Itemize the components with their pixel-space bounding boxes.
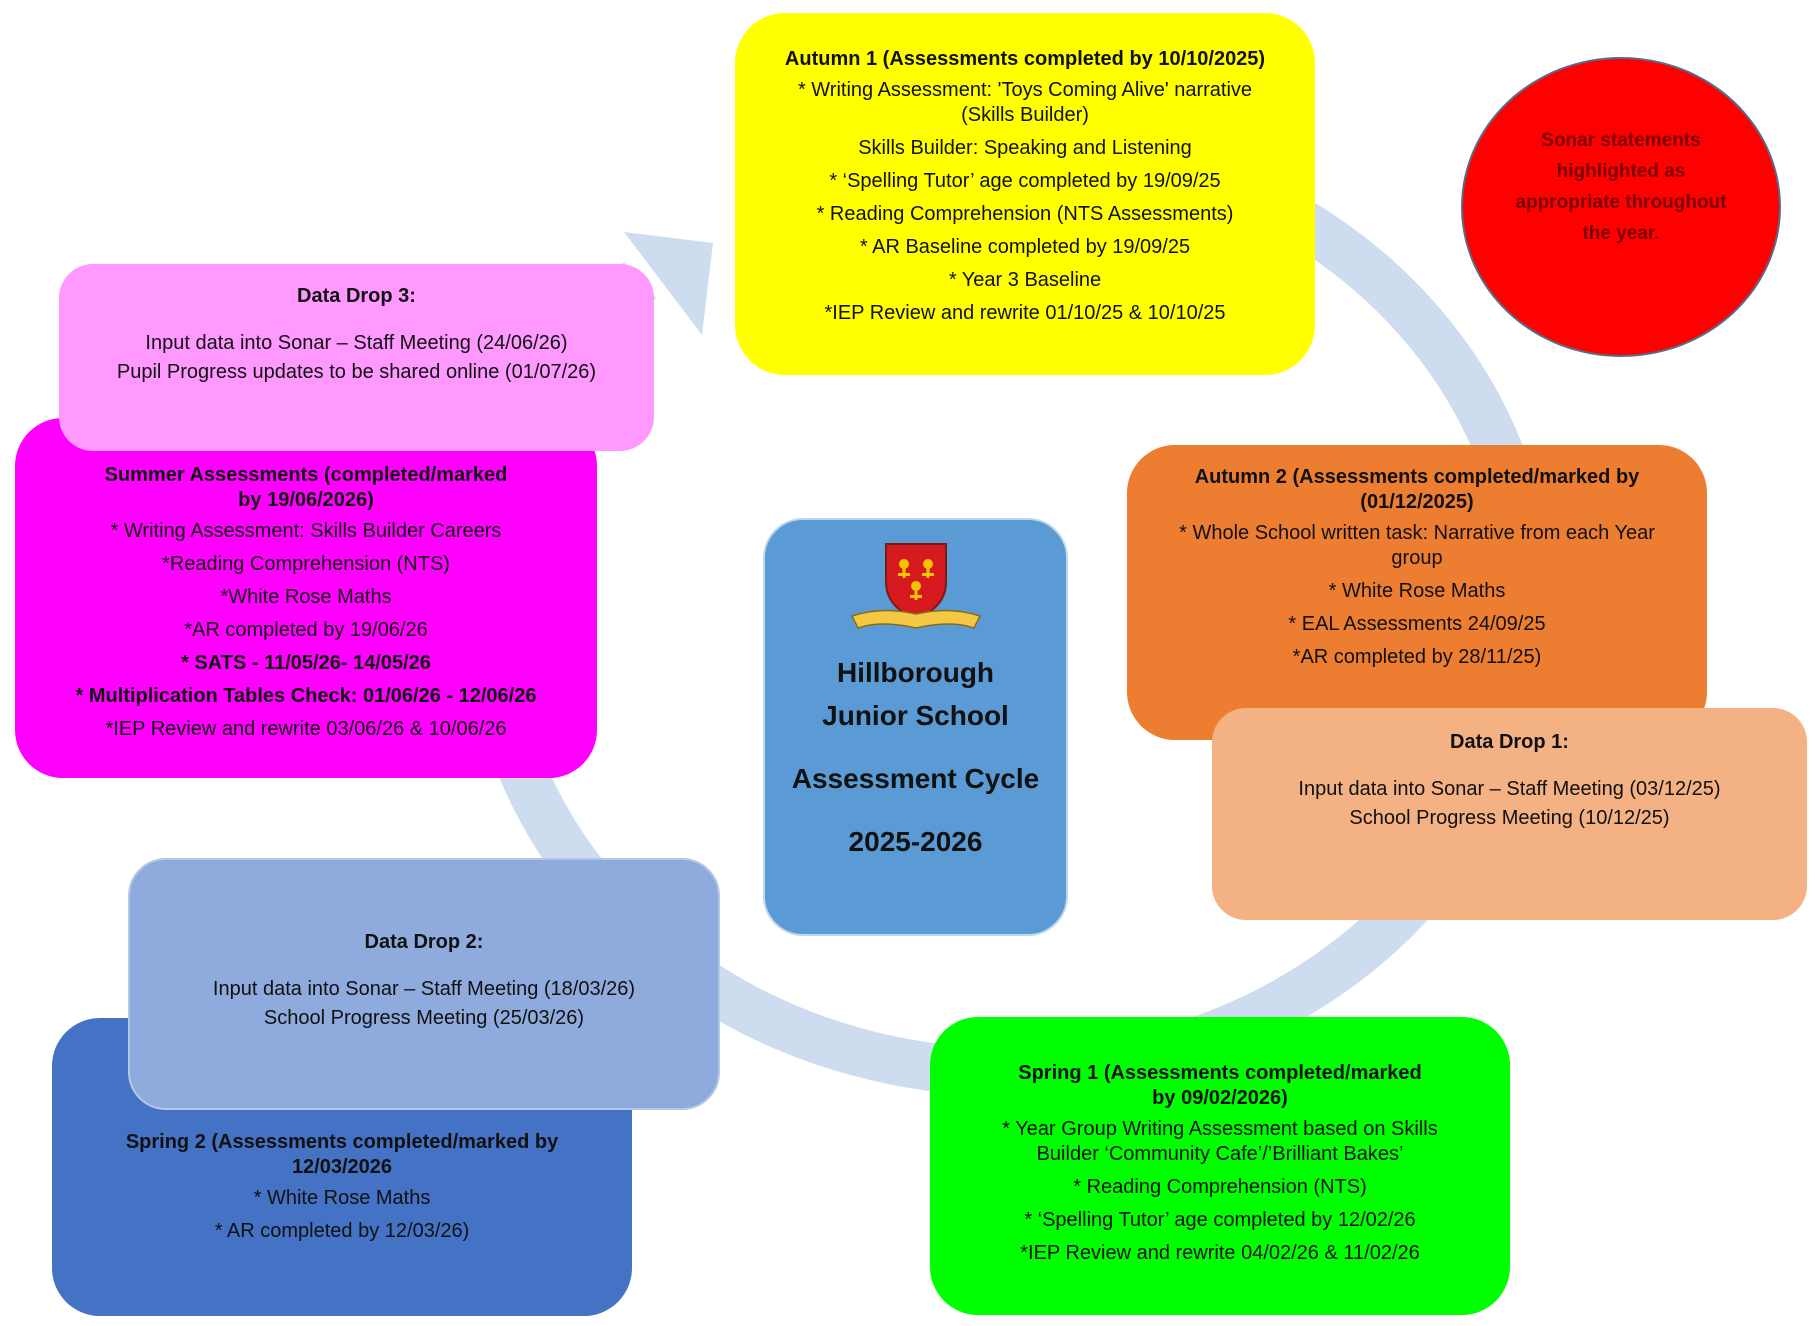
data-drop-3-item: Pupil Progress updates to be shared onli… bbox=[116, 361, 597, 383]
spring1-item: * Year Group Writing Assessment based on… bbox=[1002, 1118, 1438, 1165]
autumn2-item: * EAL Assessments 24/09/25 bbox=[1288, 613, 1546, 635]
spring2-title: Spring 2 (Assessments completed/marked b… bbox=[125, 1131, 559, 1178]
data-drop-3-box: Data Drop 3: Input data into Sonar – Sta… bbox=[59, 264, 654, 451]
summer-item: * Writing Assessment: Skills Builder Car… bbox=[110, 520, 502, 542]
data-drop-2-item: Input data into Sonar – Staff Meeting (1… bbox=[212, 978, 636, 1000]
spring2-item: * AR completed by 12/03/26) bbox=[214, 1220, 470, 1242]
autumn1-item: * AR Baseline completed by 19/09/25 bbox=[859, 236, 1191, 258]
summer-item: *AR completed by 19/06/26 bbox=[184, 619, 428, 641]
sonar-note-text: Sonar statements highlighted as appropri… bbox=[1515, 130, 1727, 244]
summer-item: *IEP Review and rewrite 03/06/26 & 10/06… bbox=[105, 718, 507, 740]
spring2-item: * White Rose Maths bbox=[253, 1187, 431, 1209]
autumn2-box: Autumn 2 (Assessments completed/marked b… bbox=[1127, 445, 1707, 740]
sonar-note-circle: Sonar statements highlighted as appropri… bbox=[1461, 57, 1781, 357]
autumn1-item: Skills Builder: Speaking and Listening bbox=[858, 137, 1192, 159]
school-title-box: Hillborough Junior School Assessment Cyc… bbox=[763, 518, 1068, 936]
autumn2-item: *AR completed by 28/11/25) bbox=[1292, 646, 1542, 668]
autumn2-item: * Whole School written task: Narrative f… bbox=[1179, 522, 1655, 569]
summer-item: *Reading Comprehension (NTS) bbox=[162, 553, 450, 575]
autumn1-box: Autumn 1 (Assessments completed by 10/10… bbox=[735, 13, 1315, 375]
school-name-line2: Junior School bbox=[822, 700, 1009, 731]
data-drop-2-title: Data Drop 2: bbox=[364, 931, 484, 953]
data-drop-3-item: Input data into Sonar – Staff Meeting (2… bbox=[145, 332, 568, 354]
autumn1-item: * ‘Spelling Tutor’ age completed by 19/0… bbox=[829, 170, 1221, 192]
cycle-year: 2025-2026 bbox=[848, 826, 983, 857]
spring1-title: Spring 1 (Assessments completed/marked b… bbox=[1018, 1062, 1422, 1109]
spring1-item: * ‘Spelling Tutor’ age completed by 12/0… bbox=[1024, 1209, 1416, 1231]
autumn2-item: * White Rose Maths bbox=[1328, 580, 1506, 602]
data-drop-1-item: Input data into Sonar – Staff Meeting (0… bbox=[1298, 778, 1721, 800]
data-drop-2-box: Data Drop 2: Input data into Sonar – Sta… bbox=[128, 858, 720, 1110]
data-drop-2-item: School Progress Meeting (25/03/26) bbox=[263, 1007, 585, 1029]
school-crest-logo bbox=[850, 543, 981, 629]
autumn2-title: Autumn 2 (Assessments completed/marked b… bbox=[1194, 466, 1640, 513]
spring1-item: *IEP Review and rewrite 04/02/26 & 11/02… bbox=[1020, 1242, 1420, 1264]
data-drop-1-item: School Progress Meeting (10/12/25) bbox=[1349, 807, 1670, 829]
summer-box: Summer Assessments (completed/marked by … bbox=[15, 418, 597, 778]
summer-item: * SATS - 11/05/26- 14/05/26 bbox=[181, 652, 431, 674]
autumn1-title: Autumn 1 (Assessments completed by 10/10… bbox=[784, 48, 1266, 70]
data-drop-1-title: Data Drop 1: bbox=[1450, 731, 1569, 753]
autumn1-item: * Reading Comprehension (NTS Assessments… bbox=[816, 203, 1234, 225]
spring1-box: Spring 1 (Assessments completed/marked b… bbox=[930, 1017, 1510, 1315]
summer-item: *White Rose Maths bbox=[220, 586, 392, 608]
autumn1-item: * Year 3 Baseline bbox=[948, 269, 1102, 291]
autumn1-item: * Writing Assessment: 'Toys Coming Alive… bbox=[797, 79, 1253, 126]
school-name-line1: Hillborough bbox=[836, 657, 995, 688]
autumn1-item: *IEP Review and rewrite 01/10/25 & 10/10… bbox=[824, 302, 1226, 324]
summer-title: Summer Assessments (completed/marked by … bbox=[104, 464, 508, 511]
data-drop-1-box: Data Drop 1: Input data into Sonar – Sta… bbox=[1212, 708, 1807, 920]
spring1-item: * Reading Comprehension (NTS) bbox=[1073, 1176, 1367, 1198]
cycle-title: Assessment Cycle bbox=[791, 763, 1040, 794]
summer-item: * Multiplication Tables Check: 01/06/26 … bbox=[75, 685, 537, 707]
data-drop-3-title: Data Drop 3: bbox=[297, 285, 416, 307]
